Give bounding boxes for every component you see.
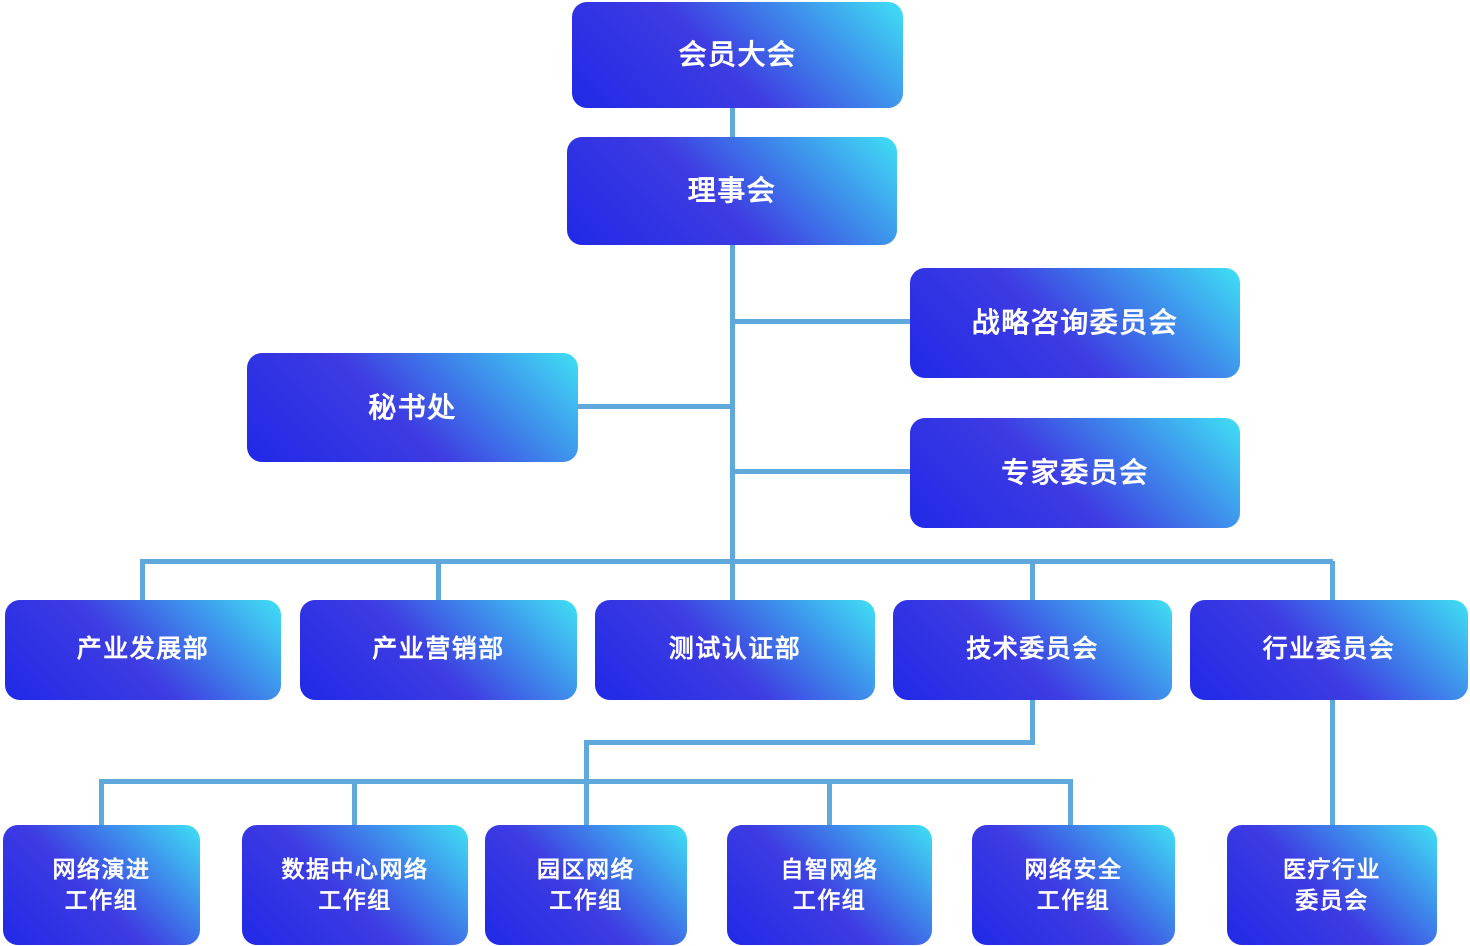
connector-board-secretariat — [578, 404, 732, 409]
connector-stub-industry-development-dept — [140, 561, 145, 600]
node-autonomous-network-wg: 自智网络 工作组 — [727, 825, 932, 945]
node-industry-development-dept: 产业发展部 — [5, 600, 281, 700]
connector-members-assembly-board — [730, 108, 735, 137]
connector-stub-testing-certification-dept — [730, 561, 735, 600]
connector-stub-autonomous-network-wg — [827, 781, 832, 825]
connector-stub-industry-committee — [1330, 561, 1335, 600]
node-campus-network-wg: 园区网络 工作组 — [485, 825, 687, 945]
node-network-security-wg: 网络安全 工作组 — [972, 825, 1175, 945]
connector-technical-committee-drop — [1030, 700, 1035, 745]
connector-stub-technical-committee — [1030, 561, 1035, 600]
connector-board-strategic-advisory-committee — [733, 319, 910, 324]
node-board: 理事会 — [567, 137, 897, 245]
connector-stub-industry-marketing-dept — [436, 561, 441, 600]
connector-departments-distributor — [140, 559, 1333, 564]
node-technical-committee: 技术委员会 — [893, 600, 1172, 700]
connector-industry-committee-medical — [1330, 700, 1335, 825]
node-datacenter-network-wg: 数据中心网络 工作组 — [242, 825, 468, 945]
node-secretariat: 秘书处 — [247, 353, 578, 462]
node-expert-committee: 专家委员会 — [910, 418, 1240, 528]
node-strategic-advisory-committee: 战略咨询委员会 — [910, 268, 1240, 378]
connector-technical-committee-upper-rail — [584, 740, 1035, 745]
node-industry-marketing-dept: 产业营销部 — [300, 600, 577, 700]
connector-working-groups-distributor — [99, 779, 1073, 784]
connector-stub-network-security-wg — [1068, 781, 1073, 825]
connector-stub-datacenter-network-wg — [352, 781, 357, 825]
connector-stub-network-evolution-wg — [99, 781, 104, 825]
connector-board-expert-committee — [733, 469, 910, 474]
node-industry-committee: 行业委员会 — [1190, 600, 1468, 700]
node-network-evolution-wg: 网络演进 工作组 — [3, 825, 200, 945]
node-members-assembly: 会员大会 — [572, 2, 903, 108]
connector-board-trunk — [730, 245, 735, 564]
node-medical-industry-committee: 医疗行业 委员会 — [1227, 825, 1437, 945]
node-testing-certification-dept: 测试认证部 — [595, 600, 875, 700]
